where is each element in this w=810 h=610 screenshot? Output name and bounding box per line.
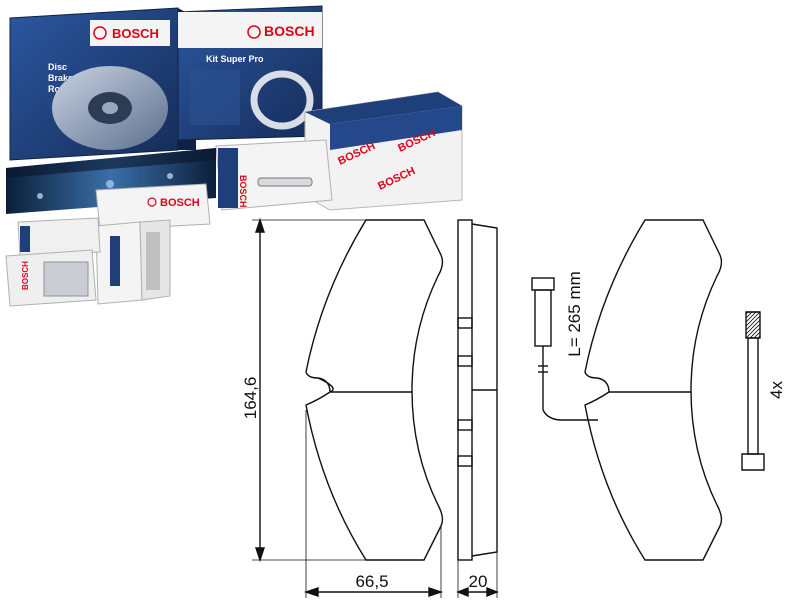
rotor-box-brand: BOSCH [112, 26, 159, 41]
height-dimension [252, 217, 366, 563]
pin-count-label: 4x [767, 381, 786, 399]
product-collage: BOSCH Disc Brake Rotor BOSCH Kit Super P… [5, 5, 463, 307]
wire-length-label: L= 265 mm [565, 271, 584, 357]
brake-shoe-image [250, 70, 314, 130]
width-dimension-label: 66,5 [355, 572, 388, 591]
guide-pin [741, 311, 765, 471]
wear-sensor-wire [531, 277, 598, 421]
spark-box-brand: BOSCH [160, 197, 200, 209]
spark-plug-image [146, 232, 160, 290]
brake-pad-left-outline [305, 219, 444, 561]
bosch-logo-icon [247, 25, 261, 39]
brake-pad-image [257, 177, 313, 187]
brake-pad-boxes: BOSCH BOSCH BOSCH [304, 91, 463, 211]
thickness-dimension [456, 552, 499, 598]
rotor-box-text-1: Disc [48, 62, 67, 72]
spark-plug-box: BOSCH [95, 183, 211, 305]
filter-box: BOSCH [5, 217, 101, 307]
brake-pad-right-outline [584, 219, 723, 561]
rotor-box-text-2: Brake [48, 73, 73, 83]
kit-box-brand: BOSCH [264, 23, 315, 39]
pad-small-box-brand: BOSCH [238, 175, 248, 208]
filter-image [43, 261, 89, 297]
bosch-logo-icon [93, 26, 107, 40]
kit-box-label: Kit Super Pro [206, 54, 264, 64]
technical-drawing [252, 217, 765, 598]
disc-brake-rotor-box: BOSCH Disc Brake Rotor [9, 7, 196, 161]
height-dimension-label: 164,6 [241, 377, 260, 420]
filter-box-brand: BOSCH [21, 261, 30, 290]
kit-super-pro-box: BOSCH Kit Super Pro [177, 5, 323, 141]
brake-pad-side-view [457, 219, 498, 561]
brake-pad-box-small: BOSCH [215, 139, 333, 211]
thickness-dimension-label: 20 [469, 572, 488, 591]
bosch-logo-icon [147, 197, 157, 207]
width-dimension [303, 410, 444, 598]
pad-left-notch [317, 377, 334, 393]
